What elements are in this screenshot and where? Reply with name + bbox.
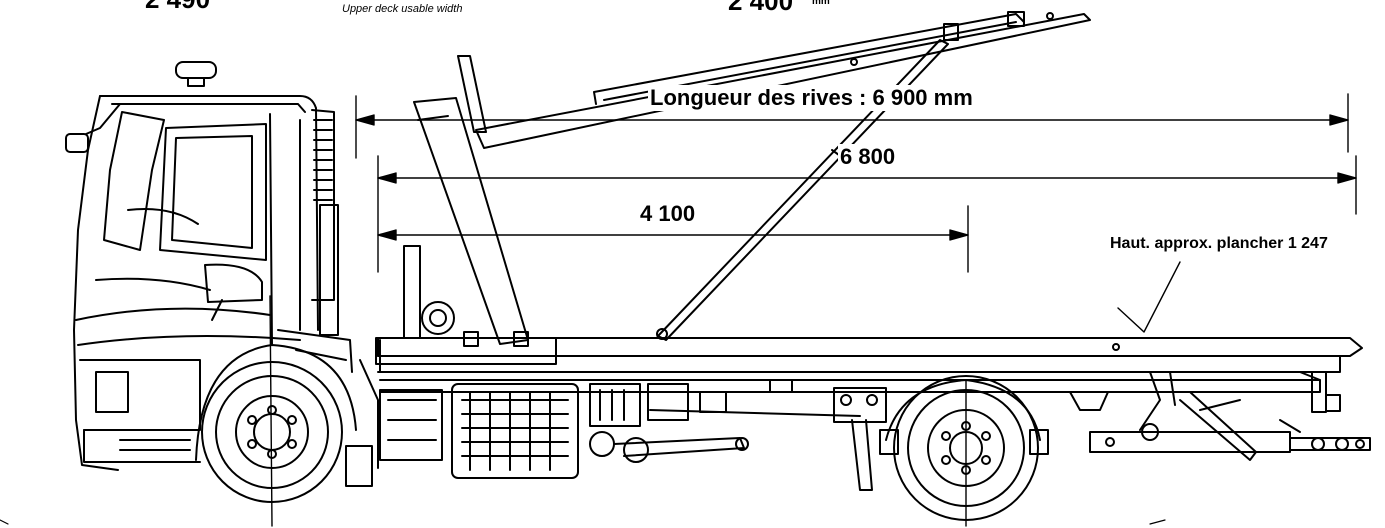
header-center-value: 2 400 (728, 0, 794, 16)
floor-height-label: Haut. approx. plancher 1 247 (1110, 235, 1328, 252)
dimension-lines (269, 93, 1357, 527)
deck-length-label: 6 800 (838, 144, 898, 170)
rear-underlift (1089, 391, 1371, 461)
rear-wheel (879, 375, 1049, 521)
upper-deck (457, 11, 1091, 341)
total-length-label: Longueur des rives : 6 900 mm (648, 85, 975, 111)
front-tower (375, 97, 557, 365)
front-wheel (195, 344, 357, 503)
upper-deck-width-note: Upper deck usable width (342, 3, 463, 15)
lower-deck (377, 337, 1363, 431)
cab-outline (65, 61, 353, 471)
header-left-value: 2 490 (145, 0, 210, 15)
underbody-equipment (345, 359, 1109, 491)
front-length-label: 4 100 (640, 201, 696, 226)
header-center-unit: mm (812, 0, 830, 7)
bottom-edge-marks (0, 519, 1166, 525)
